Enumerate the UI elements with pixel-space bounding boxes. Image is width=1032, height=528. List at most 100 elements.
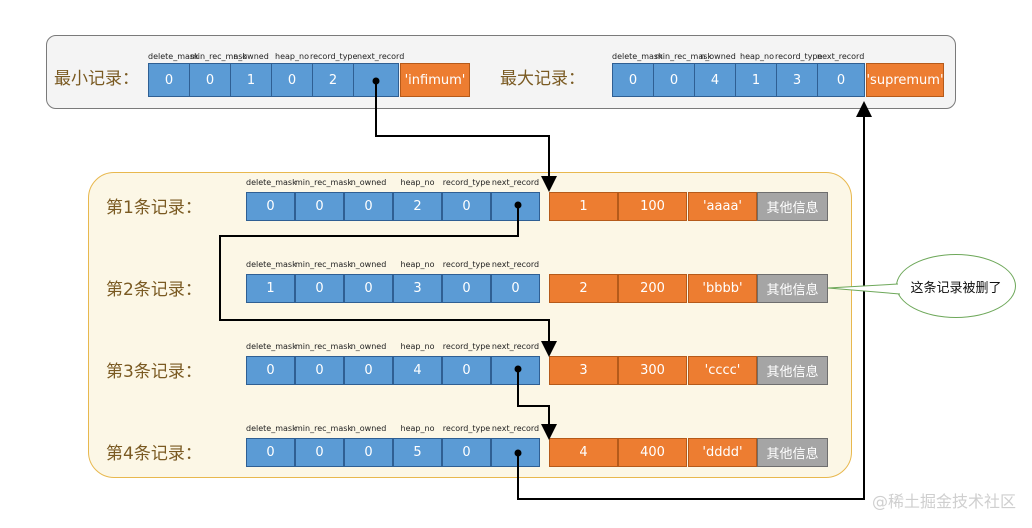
header-next-record: next_record [491, 342, 540, 351]
record-1-record-type: 0 [442, 192, 491, 221]
supremum-record-type: 3 [776, 63, 818, 97]
header-n-owned: n_owned [233, 52, 269, 61]
record-3-data-0: 3 [549, 356, 618, 385]
record-2-other-info: 其他信息 [757, 274, 828, 303]
record-1-data-1: 100 [618, 192, 687, 221]
link-record1-to-record3 [219, 205, 557, 357]
header-min-rec-mask: min_rec_mask [295, 260, 353, 269]
header-record-type: record_type [442, 178, 491, 187]
header-record-type: record_type [442, 260, 491, 269]
record-3-record-type: 0 [442, 356, 491, 385]
record-1-n-owned: 0 [344, 192, 393, 221]
record-2-data-2: 'bbbb' [688, 274, 757, 303]
header-min-rec-mask: min_rec_mask [295, 342, 353, 351]
header-min-rec-mask: min_rec_mask [655, 52, 713, 61]
header-n-owned: n_owned [350, 260, 387, 269]
record-2-data-0: 2 [549, 274, 618, 303]
infimum-heap-no: 0 [271, 63, 313, 97]
supremum-delete-mask: 0 [612, 63, 654, 97]
infimum-tag: 'infimum' [400, 63, 470, 97]
header-heap-no: heap_no [400, 342, 435, 351]
record-2-n-owned: 0 [344, 274, 393, 303]
infimum-delete-mask: 0 [148, 63, 190, 97]
header-heap-no: heap_no [400, 424, 435, 433]
infimum-label: 最小记录： [54, 69, 139, 89]
record-3-n-owned: 0 [344, 356, 393, 385]
header-record-type: record_type [442, 424, 491, 433]
record-4-min-rec-mask: 0 [295, 438, 344, 467]
header-record-type: record_type [310, 52, 358, 61]
infimum-n-owned: 1 [230, 63, 272, 97]
supremum-next-record: 0 [817, 63, 865, 97]
record-1-label: 第1条记录： [106, 198, 202, 218]
record-4-n-owned: 0 [344, 438, 393, 467]
record-4-data-1: 400 [618, 438, 687, 467]
user-records-panel [88, 172, 852, 478]
record-4-other-info: 其他信息 [757, 438, 828, 467]
record-3-heap-no: 4 [393, 356, 442, 385]
header-delete-mask: delete_mask [246, 178, 297, 187]
record-1-other-info: 其他信息 [757, 192, 828, 221]
header-heap-no: heap_no [740, 52, 774, 61]
supremum-min-rec-mask: 0 [653, 63, 695, 97]
link-infimum-to-record1 [375, 81, 557, 192]
header-delete-mask: delete_mask [612, 52, 663, 61]
deleted-callout-text: 这条记录被删了 [910, 280, 1002, 296]
deleted-callout: 这条记录被删了 [896, 254, 1016, 318]
header-next-record: next_record [491, 260, 540, 269]
header-n-owned: n_owned [700, 52, 736, 61]
record-2-label: 第2条记录： [106, 280, 202, 300]
header-next-record: next_record [491, 178, 540, 187]
header-heap-no: heap_no [400, 260, 435, 269]
header-min-rec-mask: min_rec_mask [295, 178, 353, 187]
header-n-owned: n_owned [350, 178, 387, 187]
header-n-owned: n_owned [350, 342, 387, 351]
record-4-data-2: 'dddd' [688, 438, 757, 467]
supremum-tag: 'supremum' [866, 63, 944, 97]
record-2-heap-no: 3 [393, 274, 442, 303]
header-next-record: next_record [817, 52, 865, 61]
supremum-label: 最大记录： [500, 69, 585, 89]
header-record-type: record_type [442, 342, 491, 351]
header-record-type: record_type [775, 52, 823, 61]
link-record3-to-record4 [517, 369, 557, 440]
infimum-min-rec-mask: 0 [189, 63, 231, 97]
record-3-min-rec-mask: 0 [295, 356, 344, 385]
supremum-n-owned: 4 [694, 63, 736, 97]
record-1-heap-no: 2 [393, 192, 442, 221]
record-3-delete-mask: 0 [246, 356, 295, 385]
supremum-heap-no: 1 [735, 63, 777, 97]
link-record4-to-supremum [517, 101, 872, 500]
record-2-next-record: 0 [491, 274, 540, 303]
watermark: @稀土掘金技术社区 [871, 492, 1016, 511]
header-delete-mask: delete_mask [246, 342, 297, 351]
record-3-data-2: 'cccc' [688, 356, 757, 385]
record-2-min-rec-mask: 0 [295, 274, 344, 303]
record-3-label: 第3条记录： [106, 362, 202, 382]
record-4-label: 第4条记录： [106, 444, 202, 464]
record-3-data-1: 300 [618, 356, 687, 385]
header-delete-mask: delete_mask [246, 260, 297, 269]
record-4-delete-mask: 0 [246, 438, 295, 467]
infimum-record-type: 2 [312, 63, 354, 97]
record-2-delete-mask: 1 [246, 274, 295, 303]
header-next-record: next_record [357, 52, 405, 61]
callout-pointer [827, 283, 901, 295]
record-1-data-2: 'aaaa' [688, 192, 757, 221]
header-min-rec-mask: min_rec_mask [295, 424, 353, 433]
header-heap-no: heap_no [400, 178, 435, 187]
record-1-data-0: 1 [549, 192, 618, 221]
record-4-data-0: 4 [549, 438, 618, 467]
header-heap-no: heap_no [275, 52, 309, 61]
header-delete-mask: delete_mask [246, 424, 297, 433]
record-1-delete-mask: 0 [246, 192, 295, 221]
record-2-record-type: 0 [442, 274, 491, 303]
header-delete-mask: delete_mask [148, 52, 199, 61]
record-4-record-type: 0 [442, 438, 491, 467]
header-min-rec-mask: min_rec_mask [190, 52, 248, 61]
record-2-data-1: 200 [618, 274, 687, 303]
record-3-other-info: 其他信息 [757, 356, 828, 385]
record-1-min-rec-mask: 0 [295, 192, 344, 221]
header-n-owned: n_owned [350, 424, 387, 433]
